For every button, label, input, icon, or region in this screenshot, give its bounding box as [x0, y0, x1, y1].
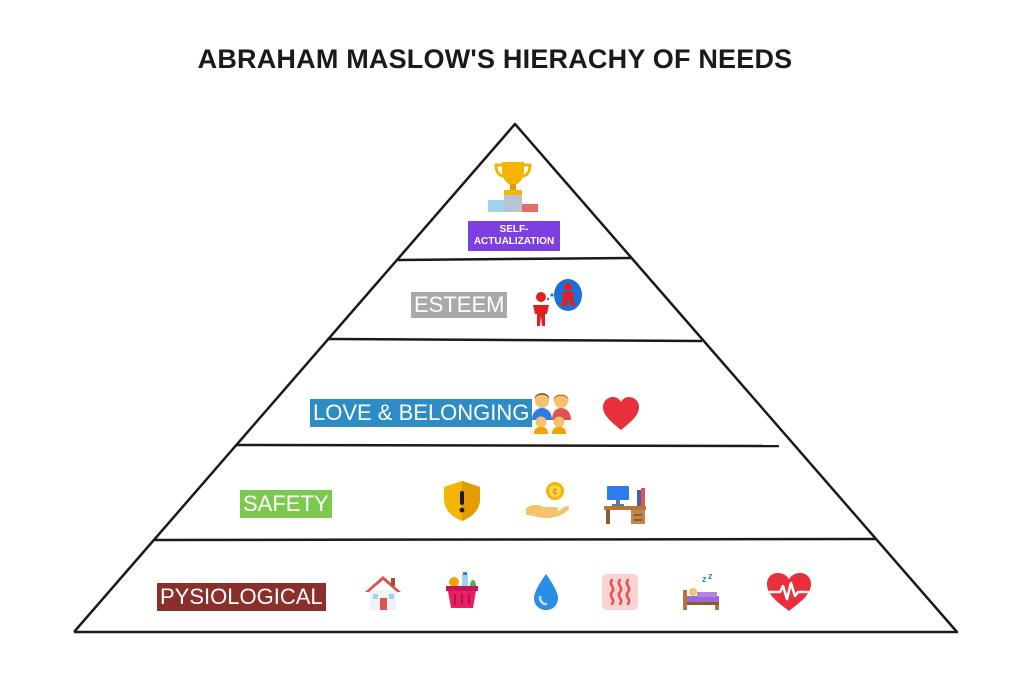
physiological-label: PYSIOLOGICAL: [157, 583, 326, 611]
shield-warning-icon: [444, 481, 480, 521]
self-actualization-label-line1: SELF-: [499, 224, 529, 235]
page-title: ABRAHAM MASLOW'S HIERACHY OF NEEDS: [197, 44, 793, 74]
safety-label: SAFETY: [240, 490, 332, 518]
water-drop-icon: [534, 574, 558, 610]
divider-line: [152, 537, 877, 542]
hand-coin-icon: ¢: [526, 482, 570, 518]
heartbeat-icon: [767, 573, 811, 611]
heart-icon: [603, 397, 639, 430]
svg-text:z: z: [702, 574, 707, 584]
family-icon: [532, 393, 571, 434]
person-with-thought-bubble-icon: [533, 279, 582, 326]
house-icon: [365, 576, 401, 610]
divider-line: [397, 256, 633, 262]
trophy-podium-icon: [488, 162, 538, 212]
grocery-basket-icon: [446, 572, 478, 608]
esteem-label: ESTEEM: [411, 292, 508, 318]
divider-line: [235, 443, 780, 448]
heat-waves-icon: [602, 574, 638, 610]
office-desk-icon: [604, 486, 646, 524]
svg-text:z: z: [708, 572, 713, 581]
svg-text:¢: ¢: [552, 487, 558, 498]
self-actualization-label-line2: ACTUALIZATION: [473, 236, 555, 247]
sleeping-bed-icon: z z: [683, 572, 719, 610]
love-belonging-label: LOVE & BELONGING: [310, 399, 533, 427]
self-actualization-label: SELF- ACTUALIZATION: [468, 221, 560, 251]
divider-line: [327, 337, 703, 343]
